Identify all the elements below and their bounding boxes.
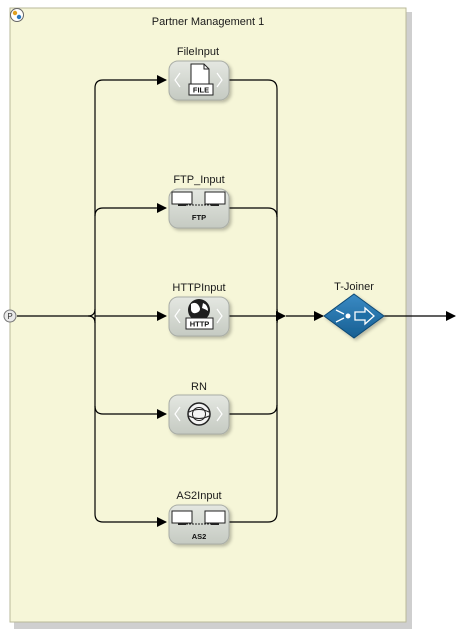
connector-to-fileinput: [94, 75, 167, 89]
file-document-icon: [188, 63, 214, 96]
t-joiner-node[interactable]: T-Joiner: [323, 281, 385, 339]
connector-from-as2: [228, 512, 278, 523]
start-port-label: P: [7, 312, 12, 321]
connector-to-ftp: [94, 203, 167, 217]
globe-icon: [185, 299, 214, 330]
connector-from-fileinput: [228, 79, 278, 90]
node-badge: AS2: [192, 532, 207, 541]
node-label: RN: [191, 381, 207, 393]
node-label: AS2Input: [176, 490, 221, 502]
joiner-label: T-Joiner: [334, 281, 374, 293]
node-rn[interactable]: RN: [168, 381, 230, 435]
node-label: FTP_Input: [173, 174, 224, 186]
computers-network-icon: [171, 191, 226, 206]
node-fileinput[interactable]: FileInput FILE: [168, 46, 230, 101]
node-label: FileInput: [177, 46, 219, 58]
node-badge: FILE: [193, 86, 209, 95]
start-port[interactable]: P: [3, 309, 17, 323]
computers-network-icon: [171, 510, 226, 525]
joiner-arrow-icon: [335, 306, 375, 326]
node-label: HTTPInput: [172, 282, 225, 294]
node-badge: FTP: [192, 213, 206, 222]
connector-to-as2: [94, 513, 167, 527]
node-as2-input[interactable]: AS2Input AS2: [168, 490, 230, 545]
scope-icon[interactable]: [10, 8, 24, 22]
connector-to-rn: [94, 405, 167, 419]
container-title: Partner Management 1: [152, 16, 265, 28]
connectors: [17, 75, 456, 527]
node-ftp-input[interactable]: FTP_Input FTP: [168, 174, 230, 229]
node-http-input[interactable]: HTTPInput HTTP: [168, 282, 230, 337]
globe-outline-icon: [187, 402, 211, 426]
node-badge: HTTP: [190, 320, 210, 329]
